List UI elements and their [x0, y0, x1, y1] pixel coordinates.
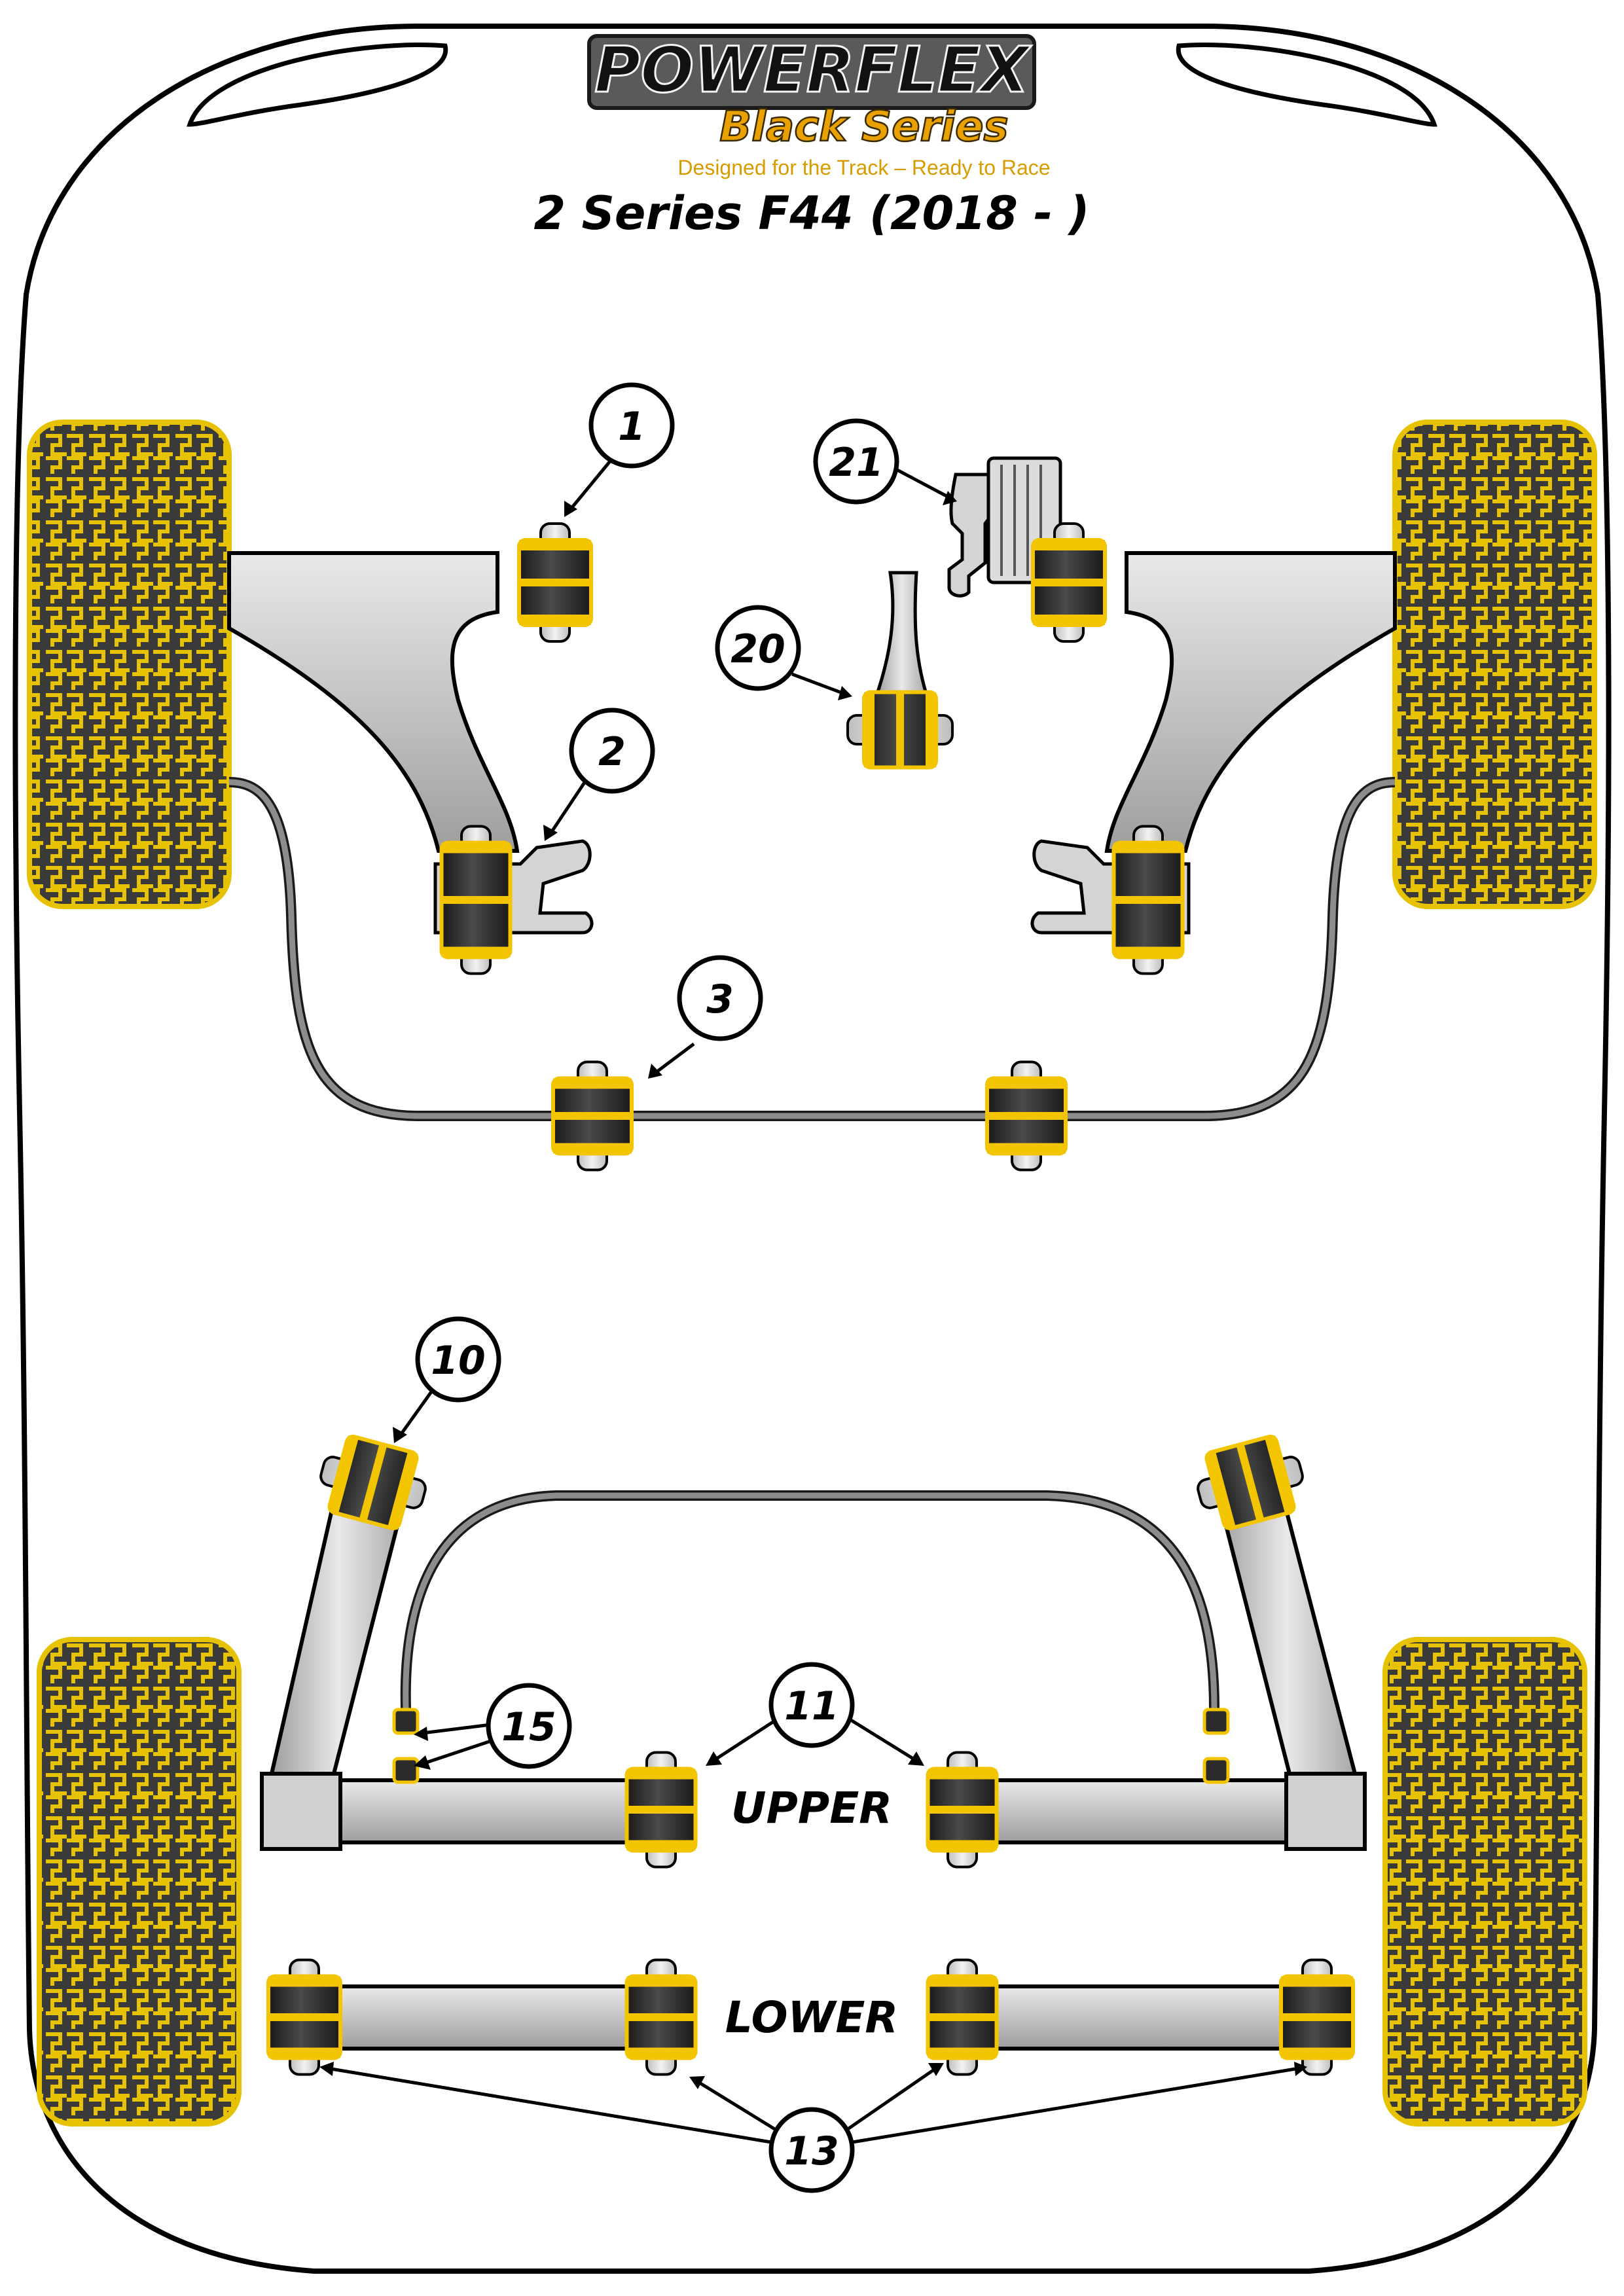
brand-tagline: Designed for the Track – Ready to Race — [677, 156, 1050, 179]
bushing-15-left-bottom — [392, 1757, 420, 1784]
car-body-outline — [12, 24, 1612, 2274]
svg-text:2: 2 — [598, 729, 626, 775]
tyre-front-right — [1392, 420, 1597, 909]
upper-arm-left-end — [260, 1772, 342, 1851]
bushing-11-left — [624, 1751, 698, 1869]
right-mirror — [1176, 43, 1437, 127]
bushing-2-right — [1111, 825, 1185, 975]
bushing-13-inner-right — [926, 1958, 999, 2076]
callout-21: 21 — [813, 418, 899, 505]
callout-10: 10 — [415, 1316, 501, 1403]
callout-13: 13 — [768, 2107, 855, 2193]
callout-1: 1 — [588, 382, 675, 469]
upper-arm-right-end — [1284, 1772, 1367, 1851]
bushing-1-left — [517, 522, 593, 643]
bushing-3-left — [551, 1060, 634, 1172]
brand-name: POWERFLEX — [594, 33, 1032, 107]
front-right-wishbone — [1104, 551, 1397, 853]
svg-text:20: 20 — [731, 626, 785, 672]
lower-arm-left — [325, 1984, 643, 2051]
lower-label: LOWER — [725, 1992, 899, 2043]
page-title: 2 Series F44 (2018 - ) — [533, 187, 1089, 240]
tyre-rear-left — [37, 1637, 242, 2126]
bushing-20 — [846, 690, 954, 770]
bushing-13-outer-left — [266, 1958, 342, 2076]
arrow-heads — [319, 491, 1307, 2089]
left-mirror — [187, 43, 448, 127]
upper-arm-right — [980, 1778, 1295, 1844]
svg-text:15: 15 — [501, 1704, 556, 1750]
svg-text:11: 11 — [784, 1683, 839, 1729]
bushing-13-outer-right — [1279, 1958, 1355, 2076]
callout-15: 15 — [486, 1683, 572, 1769]
brand-logo: POWERFLEX Black Series Designed for the … — [587, 33, 1051, 179]
svg-text:13: 13 — [784, 2128, 839, 2174]
bushing-10-left — [319, 1435, 427, 1530]
tyre-front-left — [27, 420, 232, 909]
bushing-3-right — [985, 1060, 1068, 1172]
callout-arrows — [327, 454, 1300, 2145]
callout-3: 3 — [677, 955, 763, 1041]
bushing-13-inner-left — [624, 1958, 698, 2076]
bushing-15-right-bottom — [1202, 1757, 1230, 1784]
bushing-15-right-top — [1202, 1708, 1230, 1735]
svg-text:10: 10 — [431, 1338, 486, 1384]
bushing-1-right — [1031, 522, 1107, 643]
svg-text:3: 3 — [706, 977, 734, 1022]
bushing-15-left-top — [392, 1708, 420, 1735]
svg-text:1: 1 — [618, 404, 645, 450]
front-left-wishbone — [227, 551, 520, 853]
bushing-11-right — [926, 1751, 999, 1869]
bushing-2-left — [439, 825, 513, 975]
callout-11: 11 — [768, 1662, 855, 1748]
tyre-rear-right — [1382, 1637, 1587, 2126]
bushing-10-right — [1197, 1435, 1304, 1530]
lower-arm-right — [980, 1984, 1298, 2051]
upper-label: UPPER — [731, 1783, 892, 1833]
brand-series: Black Series — [719, 103, 1008, 151]
callout-2: 2 — [569, 708, 655, 794]
upper-arm-left — [332, 1778, 643, 1844]
callout-20: 20 — [715, 605, 801, 691]
svg-text:21: 21 — [829, 440, 884, 486]
